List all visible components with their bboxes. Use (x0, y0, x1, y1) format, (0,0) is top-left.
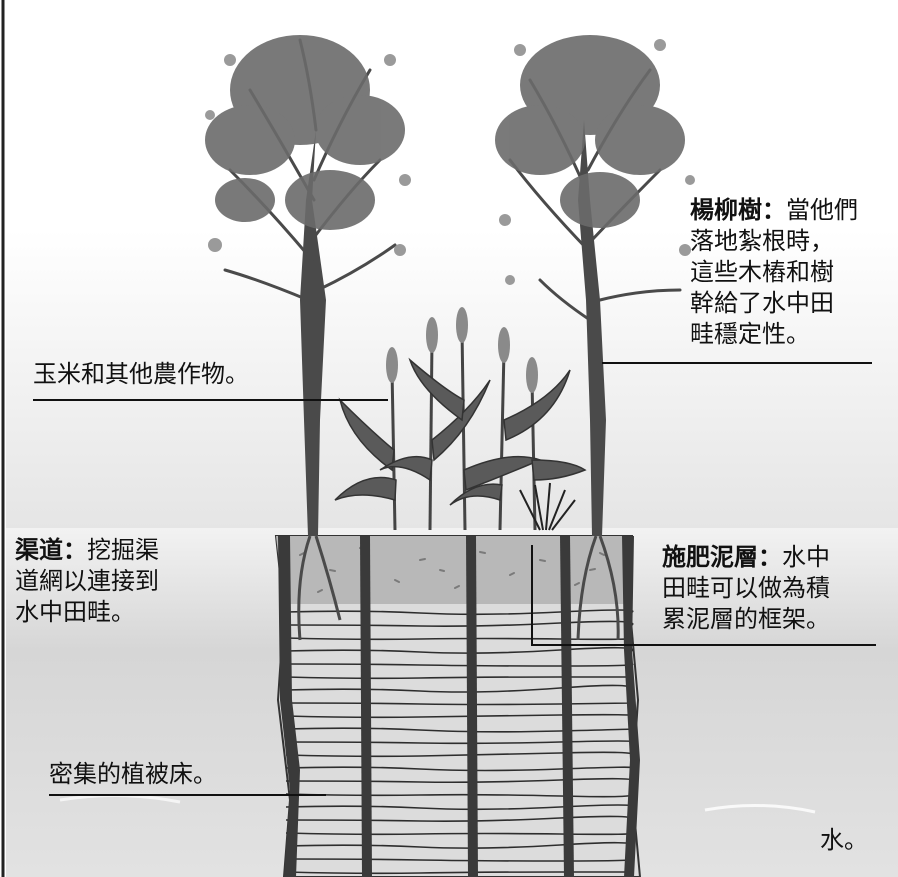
label-poplar-line: 畦穩定性。 (690, 320, 810, 348)
label-water-text: 水。 (820, 826, 868, 854)
label-poplar: 楊柳樹：當他們 落地紮根時， 這些木樁和樹 幹給了水中田 畦穩定性。 (690, 195, 895, 350)
foliage-left (205, 35, 405, 230)
poplar-tree-right (495, 35, 695, 641)
label-fertile-mud-line: 水中 (782, 543, 830, 571)
label-water: 水。 (820, 825, 868, 856)
label-vegetation-bed-text: 密集的植被床。 (49, 760, 217, 788)
leader-lines (33, 362, 876, 796)
label-poplar-line: 這些木樁和樹 (690, 258, 834, 286)
label-canal: 渠道：挖掘渠 道網以連接到 水中田畦。 (15, 535, 235, 628)
foliage-right (495, 35, 685, 228)
label-fertile-mud: 施肥泥層：水中 田畦可以做為積 累泥層的框架。 (662, 542, 887, 635)
label-canal-line: 水中田畦。 (15, 598, 135, 626)
label-poplar-line: 幹給了水中田 (690, 289, 834, 317)
label-poplar-title: 楊柳樹： (690, 196, 786, 224)
label-poplar-line: 當他們 (786, 196, 858, 224)
crops-cluster (334, 307, 587, 531)
label-crops: 玉米和其他農作物。 (33, 359, 249, 390)
label-poplar-line: 落地紮根時， (690, 227, 834, 255)
chinampa-block (274, 535, 642, 877)
grass-tuft (519, 482, 576, 531)
water-ripple (704, 803, 816, 814)
label-fertile-mud-line: 田畦可以做為積 (662, 574, 830, 602)
wooden-stakes (278, 536, 640, 877)
sky-haze (6, 230, 898, 540)
label-fertile-mud-title: 施肥泥層： (662, 543, 782, 571)
label-vegetation-bed: 密集的植被床。 (49, 759, 217, 790)
label-canal-line: 道網以連接到 (15, 567, 159, 595)
label-crops-text: 玉米和其他農作物。 (33, 360, 249, 388)
mud-speckles (299, 545, 605, 593)
poplar-tree-left (205, 35, 411, 641)
label-canal-title: 渠道： (15, 536, 87, 564)
label-fertile-mud-line: 累泥層的框架。 (662, 605, 830, 633)
leader-fertile-mud (531, 545, 876, 646)
label-canal-line: 挖掘渠 (87, 536, 159, 564)
